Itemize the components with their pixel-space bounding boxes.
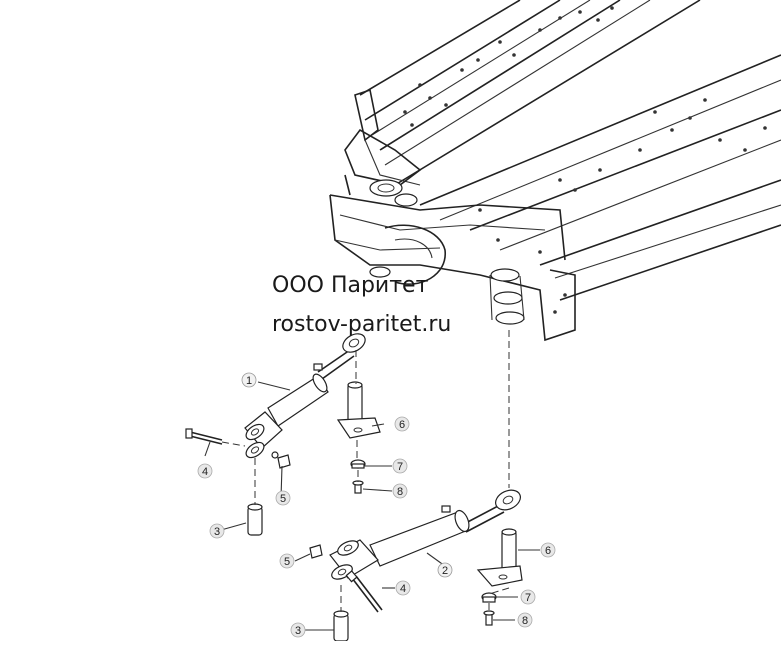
- callout-label: 6: [399, 419, 405, 431]
- callout-label: 8: [397, 486, 403, 498]
- callout-7a: 7: [392, 458, 408, 474]
- pin-3-upper: [247, 503, 263, 536]
- callout-1a: 1: [241, 372, 257, 388]
- washer-7-upper: [350, 459, 366, 469]
- callout-3a: 3: [209, 523, 225, 539]
- callout-6a: 6: [394, 416, 410, 432]
- pin-bolt-4-upper: [185, 428, 223, 445]
- hydraulic-cylinder-2: [329, 489, 521, 580]
- callout-4b: 4: [395, 580, 411, 596]
- callout-5b: 5: [279, 553, 295, 569]
- callout-6b: 6: [540, 542, 556, 558]
- pin-6-lower: [476, 528, 523, 587]
- callout-8a: 8: [392, 483, 408, 499]
- pin-6-upper: [336, 381, 381, 439]
- frame-holes: [403, 6, 767, 314]
- callout-2a: 2: [437, 562, 453, 578]
- watermark-company: ООО Паритет: [272, 273, 429, 298]
- callout-7b: 7: [520, 589, 536, 605]
- nut-5-upper: [277, 454, 291, 469]
- callout-8b: 8: [517, 612, 533, 628]
- callout-label: 6: [545, 545, 551, 557]
- callout-label: 3: [295, 625, 301, 637]
- callout-label: 2: [442, 565, 448, 577]
- callout-label: 5: [280, 493, 286, 505]
- callout-label: 1: [246, 375, 252, 387]
- callout-label: 7: [397, 461, 403, 473]
- callout-label: 4: [400, 583, 406, 595]
- callout-label: 5: [284, 556, 290, 568]
- callout-leaders: [204, 381, 540, 631]
- pin-3-lower: [333, 610, 349, 642]
- washer-7-lower: [481, 592, 497, 603]
- watermark-site: rostov-paritet.ru: [272, 312, 452, 337]
- hydraulic-cylinder-1: [244, 333, 366, 459]
- callout-label: 3: [214, 526, 220, 538]
- callout-label: 4: [202, 466, 208, 478]
- pin-bolt-4-lower: [345, 570, 383, 613]
- callout-4a: 4: [197, 463, 213, 479]
- bolt-8-upper: [352, 480, 364, 494]
- chassis-frame: [329, 0, 781, 342]
- bolt-8-lower: [483, 610, 495, 626]
- assembly-lines: [221, 330, 510, 612]
- callout-label: 8: [522, 615, 528, 627]
- callout-3b: 3: [290, 622, 306, 638]
- nut-5-lower: [309, 544, 323, 559]
- callout-5a: 5: [275, 490, 291, 506]
- callout-label: 7: [525, 592, 531, 604]
